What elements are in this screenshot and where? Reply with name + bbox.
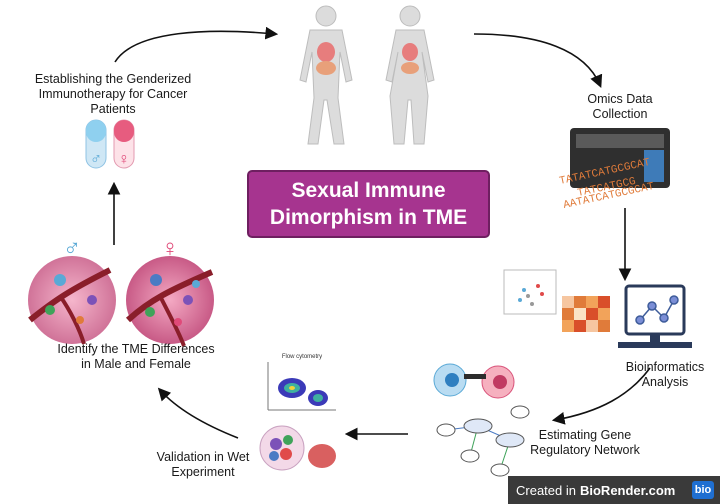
female-body-illustration [385,5,435,145]
created-in-text: Created in [516,482,576,498]
male-body-illustration [299,5,353,145]
svg-text:♀: ♀ [118,151,130,168]
bio-logo-icon: bio [692,481,714,499]
gene-network-icon [436,405,530,477]
arrow-bodies-to-omics [473,33,603,88]
svg-text:♂: ♂ [90,151,102,168]
monitor-network-icon [618,284,692,348]
volcano-plot-icon [503,269,557,315]
step-establishing-label: Establishing the Genderized Immunotherap… [34,72,192,116]
central-title-text: Sexual Immune Dimorphism in TME [269,179,468,229]
immune-cells-icon [433,363,515,399]
central-title: Sexual Immune Dimorphism in TME [247,170,490,238]
step-tme-label: Identify the TME Differences in Male and… [57,342,215,371]
step-gene-network-label: Estimating Gene Regulatory Network [530,428,640,457]
step-omics-label: Omics Data Collection [587,92,653,121]
biorender-footer[interactable]: Created in BioRender.com bio [508,476,720,504]
step-validation-label: Validation in Wet Experiment [156,450,250,479]
male-capsule-icon: ♂ [85,119,107,169]
sequencer-icon [570,128,670,188]
cell-culture-icon [259,425,336,471]
male-symbol-icon: ♂ [63,235,81,262]
heatmap-icon [562,296,610,332]
arrow-bioinformatics-to-network [551,367,651,425]
arrow-validation-to-tme [157,387,239,439]
female-tme-illustration [125,256,214,347]
arrow-establishing-to-bodies [114,26,279,63]
female-capsule-icon: ♀ [113,119,135,169]
male-tme-illustration [28,256,116,345]
flow-cytometry-plot: Flow cytometry [267,354,336,411]
biorender-brand: BioRender.com [579,482,676,498]
step-bioinformatics-label: Bioinformatics Analysis [625,360,705,389]
female-symbol-icon: ♀ [161,235,179,262]
flow-title: Flow cytometry [282,354,322,360]
